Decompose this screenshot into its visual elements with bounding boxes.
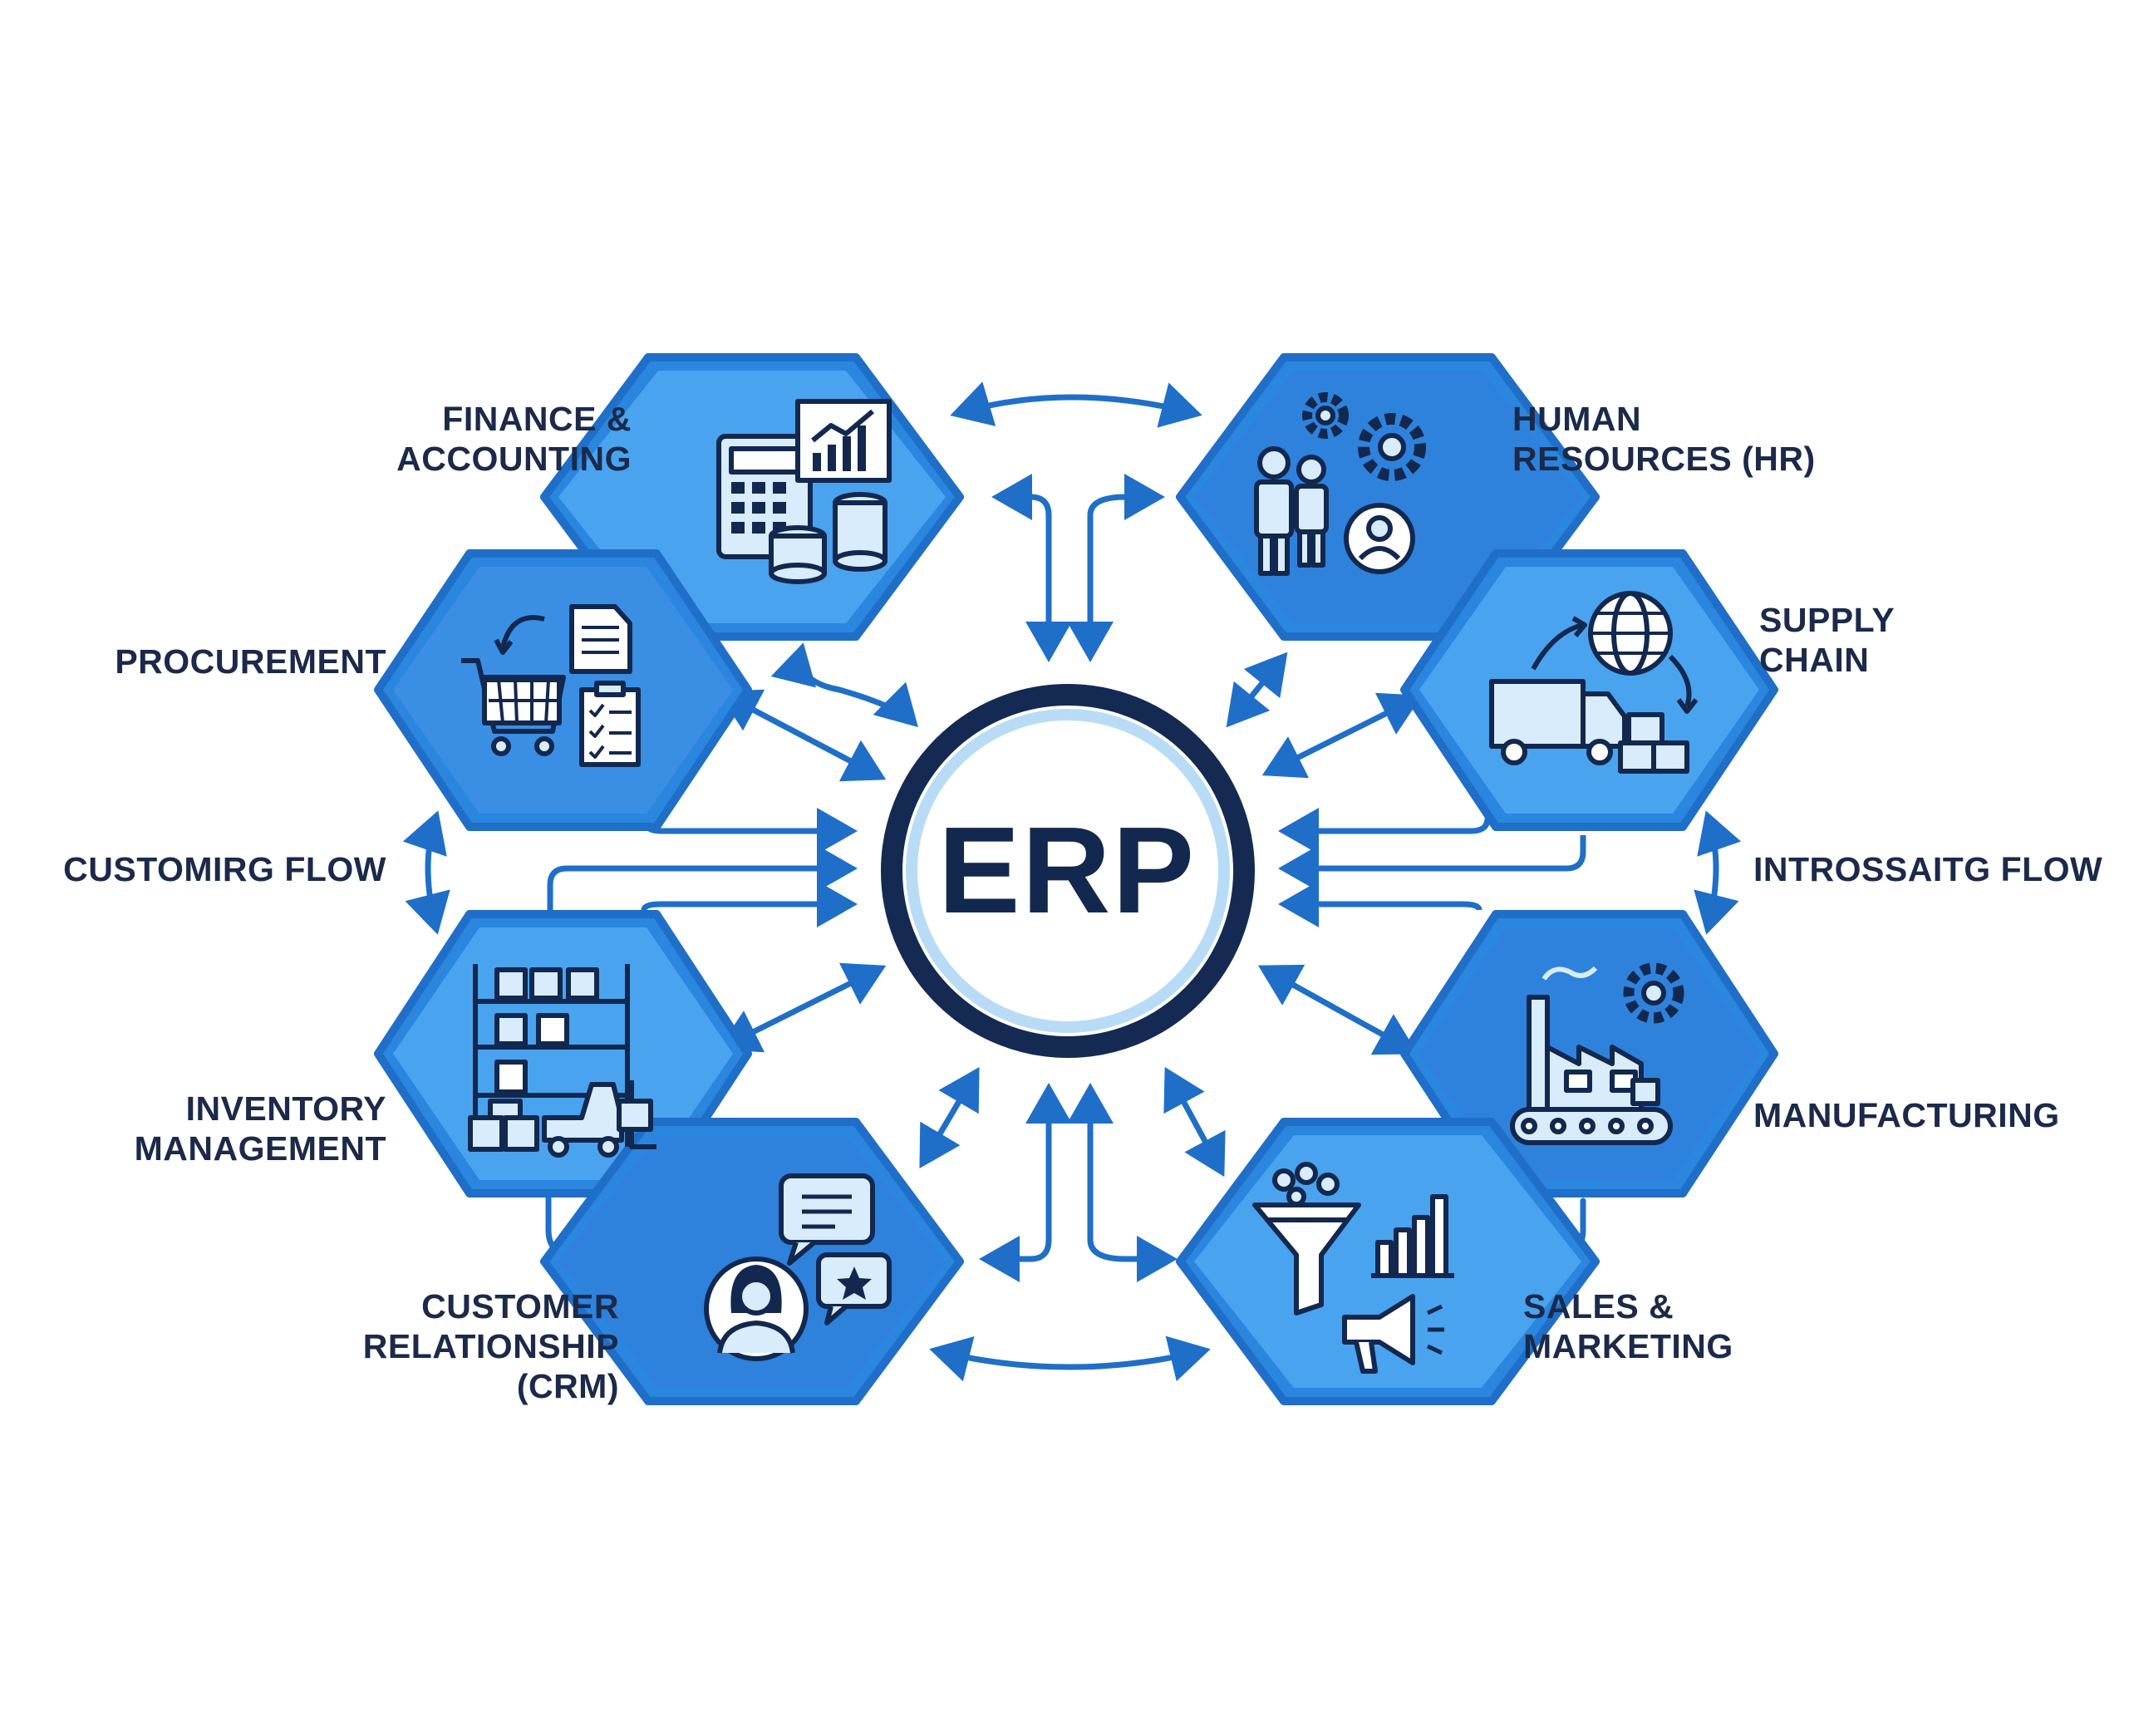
label-right-flow: INTROSSAITG FLOW: [1753, 850, 2103, 888]
warehouse-forklift-icon: [468, 964, 656, 1158]
people-gears-icon: [1254, 392, 1426, 576]
label-manufacturing: MANUFACTURING: [1753, 1096, 2060, 1134]
label-finance: FINANCE & ACCOUNTING: [396, 400, 632, 478]
truck-globe-boxes-icon: [1489, 591, 1699, 774]
cart-documents-icon: [461, 604, 641, 767]
calculator-chart-coins-icon: [716, 399, 892, 584]
label-left-flow: CUSTOMIRG FLOW: [63, 850, 386, 888]
label-sales: SALES & MARKETING: [1523, 1287, 1733, 1365]
hex-pair-arrows: [402, 381, 1742, 1382]
funnel-chart-megaphone-icon: [1252, 1162, 1454, 1374]
label-inventory: INVENTORY MANAGEMENT: [134, 1089, 386, 1168]
erp-arrows: [547, 474, 1586, 1282]
label-procurement: PROCUREMENT: [115, 642, 386, 681]
label-crm: CUSTOMER RELATIONSHIP (CRM): [362, 1287, 619, 1405]
label-supply-chain: SUPPLY CHAIN: [1759, 601, 1896, 679]
customer-chat-icon: [704, 1173, 892, 1361]
erp-title: ERP: [937, 802, 1197, 939]
label-hr: HUMAN RESOURCES (HR): [1512, 400, 1816, 478]
erp-hub[interactable]: [881, 684, 1255, 1058]
factory-conveyor-icon: [1510, 962, 1684, 1145]
